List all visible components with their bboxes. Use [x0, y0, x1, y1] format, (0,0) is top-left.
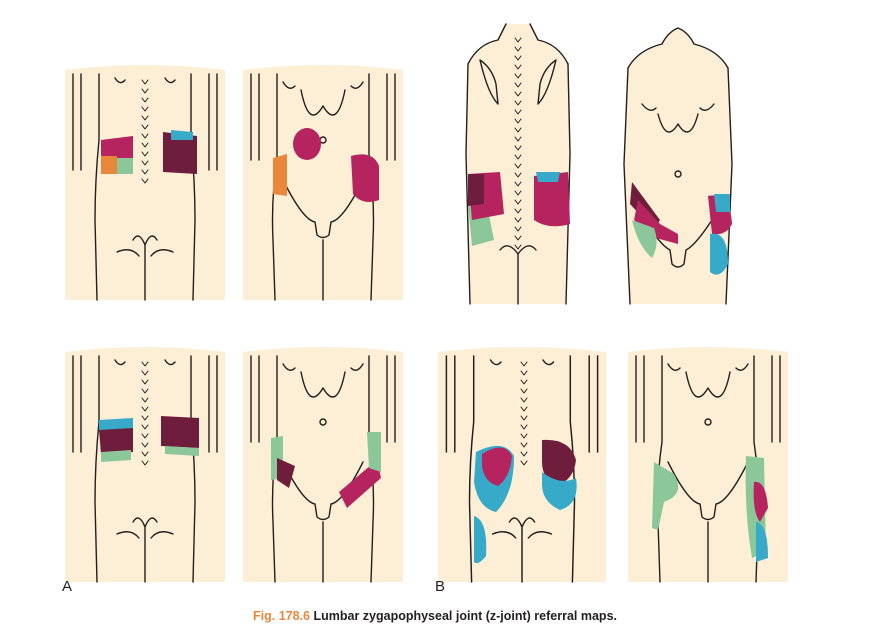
- panel-a-bottom-front: [242, 346, 404, 583]
- referral-area-green-thigh: [632, 220, 657, 258]
- referral-area-magenta-buttock-left: [482, 447, 512, 486]
- referral-area-green-flank-right: [367, 432, 381, 472]
- referral-area-green-groin: [652, 462, 679, 530]
- panel-b-bottom-back: [437, 346, 607, 583]
- panel-a-top-back: [64, 64, 226, 301]
- figure-number: Fig. 178.6: [253, 609, 310, 623]
- referral-area-magenta-abdomen: [293, 128, 321, 160]
- referral-area-dark-groin-left: [277, 458, 295, 488]
- referral-area-dark-buttock: [468, 174, 484, 206]
- referral-area-magenta-groin-right: [339, 460, 381, 508]
- referral-area-cyan-thigh: [710, 233, 728, 275]
- referral-area-cyan-hip: [714, 194, 730, 212]
- referral-area-dark-buttock-right: [542, 439, 576, 486]
- referral-area-orange: [101, 156, 117, 174]
- referral-area-magenta-buttock-right: [534, 172, 570, 227]
- panel-label-a: A: [62, 578, 73, 595]
- panel-a-top-front: [242, 64, 404, 301]
- panel-b-top-back: [465, 23, 571, 305]
- referral-area-dark-lumbar-left: [99, 428, 133, 454]
- referral-area-magenta-groin: [634, 200, 678, 244]
- panel-a-bottom-back: [64, 346, 226, 583]
- referral-area-green-lumbar-right: [165, 446, 199, 456]
- referral-area-cyan: [171, 130, 193, 140]
- referral-area-cyan-thigh-left: [474, 516, 487, 564]
- referral-area-dark-lumbar-right: [161, 416, 199, 448]
- referral-area-magenta-thigh: [753, 481, 768, 522]
- referral-area-cyan-buttock-right: [542, 472, 577, 510]
- referral-area-green: [117, 158, 133, 174]
- panel-b-top-front: [623, 27, 733, 305]
- referral-area-magenta-flank: [351, 154, 379, 202]
- figure-caption-text: Lumbar zygapophyseal joint (z-joint) ref…: [313, 609, 617, 623]
- panel-label-b: B: [435, 578, 446, 595]
- referral-area-cyan-iliac: [536, 172, 560, 182]
- referral-area-cyan-thigh: [756, 522, 768, 562]
- referral-area-dark: [163, 132, 197, 174]
- referral-area-green-lumbar-left: [101, 450, 131, 462]
- figure-caption: Fig. 178.6 Lumbar zygapophyseal joint (z…: [0, 609, 870, 623]
- referral-area-orange-flank: [273, 154, 287, 196]
- panel-b-bottom-front: [627, 346, 789, 583]
